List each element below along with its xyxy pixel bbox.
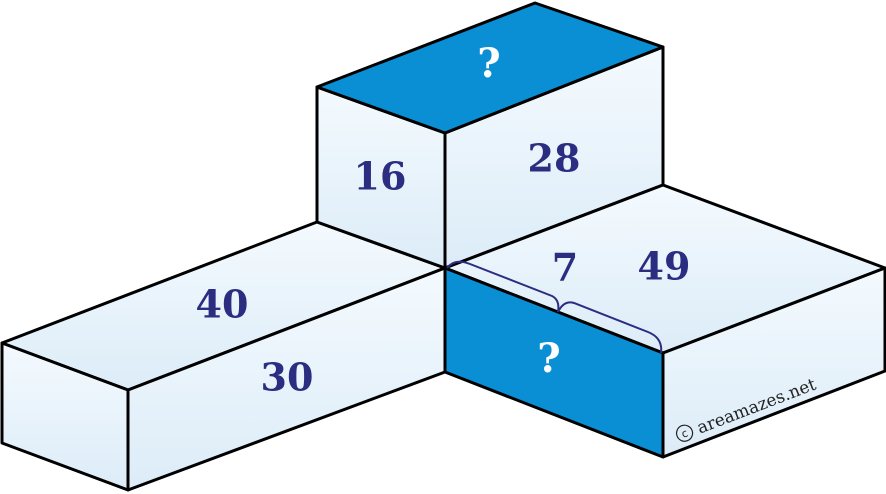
copyright-letter: c <box>680 427 690 441</box>
top-block-front-label: 28 <box>528 136 581 181</box>
left-block-top-label: 40 <box>196 282 249 327</box>
top-block-top-label: ? <box>477 40 500 87</box>
edge-length-label: 7 <box>552 245 578 290</box>
left-block-front-label: 30 <box>261 355 314 400</box>
right-block-top-label: 49 <box>638 244 691 289</box>
edge-brace <box>446 260 663 354</box>
right-block-left-label: ? <box>537 335 560 382</box>
top-block-left-label: 16 <box>354 154 407 199</box>
right-block-left-face <box>443 266 665 459</box>
copyright-icon <box>675 424 694 442</box>
top-block-top-face <box>315 1 665 135</box>
